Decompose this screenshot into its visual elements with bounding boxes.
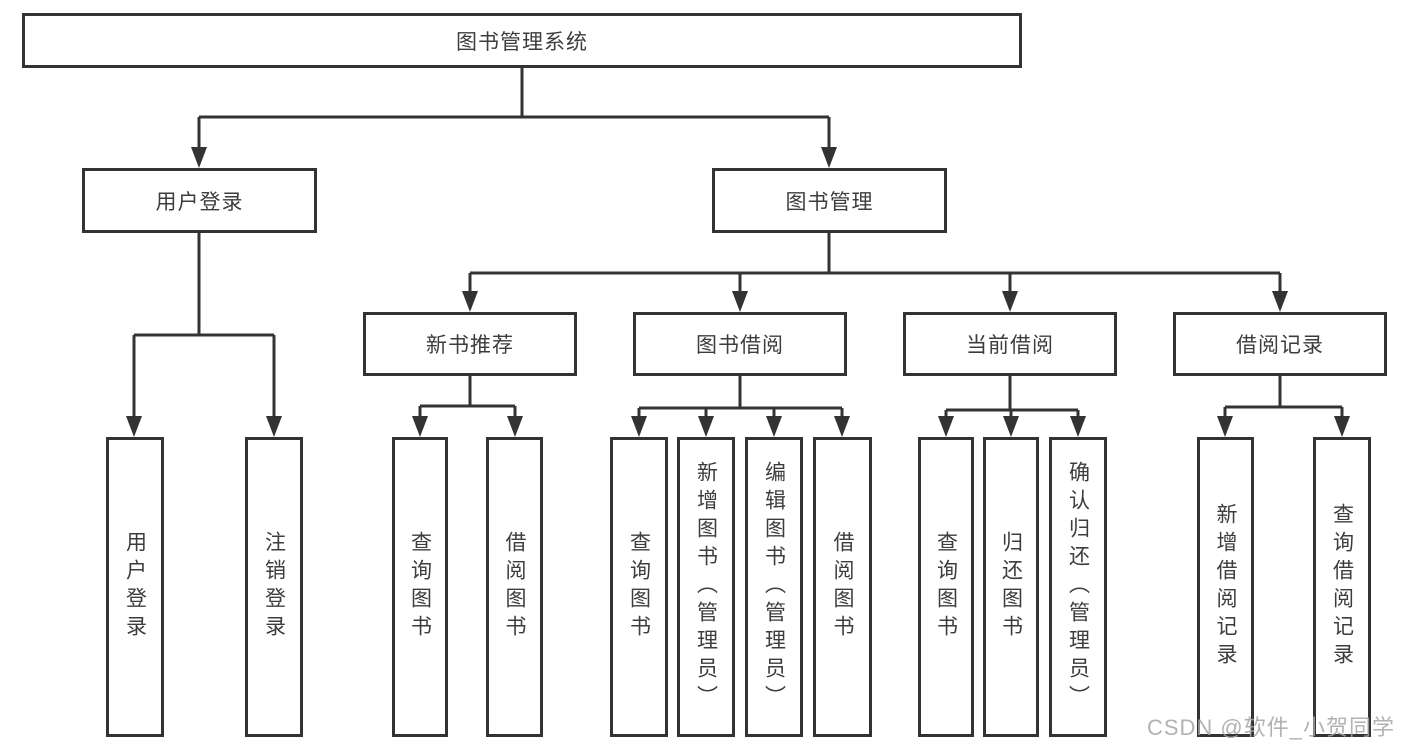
- leaf-logout: 注销登录: [245, 437, 303, 737]
- node-borrowing-records: 借阅记录: [1173, 312, 1387, 376]
- leaf-query-books-current: 查询图书: [918, 437, 974, 737]
- connector-paths: [132, 68, 1344, 420]
- leaf-query-books-borrow: 查询图书: [610, 437, 668, 737]
- leaf-user-login: 用户登录: [106, 437, 164, 737]
- node-book-management: 图书管理: [712, 168, 947, 233]
- node-user-login: 用户登录: [82, 168, 317, 233]
- leaf-query-books-newbook: 查询图书: [392, 437, 448, 737]
- leaf-query-borrow-record: 查询借阅记录: [1313, 437, 1371, 737]
- csdn-watermark: CSDN @软件_小贺同学: [1146, 715, 1395, 740]
- leaf-add-borrow-record: 新增借阅记录: [1197, 437, 1254, 737]
- leaf-add-books-admin: 新增图书（管理员）: [677, 437, 735, 737]
- leaf-edit-books-admin: 编辑图书（管理员）: [745, 437, 803, 737]
- node-book-borrowing: 图书借阅: [633, 312, 847, 376]
- node-current-borrowing: 当前借阅: [903, 312, 1117, 376]
- node-library-management-system: 图书管理系统: [22, 13, 1022, 68]
- leaf-confirm-return-admin: 确认归还（管理员）: [1049, 437, 1107, 737]
- leaf-borrow-books-newbook: 借阅图书: [486, 437, 543, 737]
- leaf-borrow-books: 借阅图书: [813, 437, 872, 737]
- connector-arrowheads: [126, 147, 1350, 437]
- leaf-return-books: 归还图书: [983, 437, 1039, 737]
- node-new-book-recommendation: 新书推荐: [363, 312, 577, 376]
